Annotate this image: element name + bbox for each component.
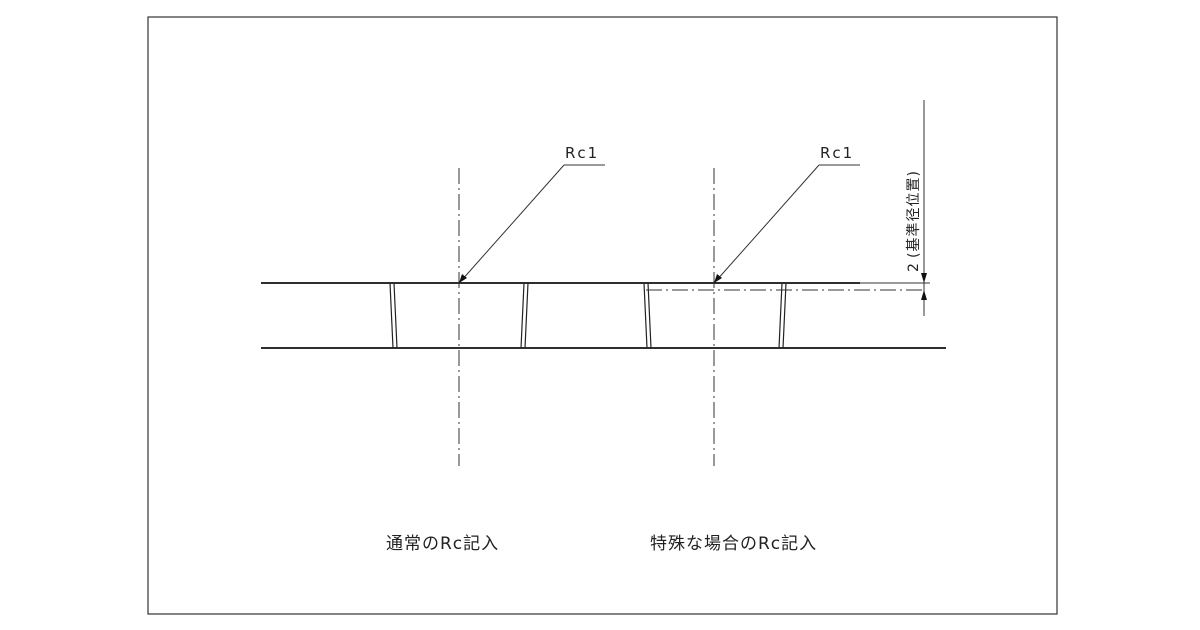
dimension-reference [860,100,930,316]
left-hole-wall-left-inner [393,282,398,349]
right-hole-wall-right-outer [782,282,787,349]
leader-special-line [715,164,820,282]
leader-special-arrowhead [714,274,722,283]
leader-special [714,164,860,283]
dimension-arrow-bottom [921,290,927,300]
callout-special-label: Rc1 [820,144,854,162]
leader-normal-line [460,164,565,282]
dimension-value: 2 [906,262,922,272]
leader-normal-arrowhead [459,274,467,283]
right-hole [643,282,787,349]
right-hole-wall-left-inner [647,282,652,349]
left-hole-wall-right-inner [520,282,525,349]
leader-normal [459,164,605,283]
left-hole-wall-left-outer [389,282,394,349]
right-hole-wall-left-outer [643,282,648,349]
callout-normal-label: Rc1 [565,144,599,162]
right-hole-wall-right-inner [778,282,783,349]
left-hole-wall-right-outer [524,282,529,349]
left-hole [389,282,529,349]
caption-special: 特殊な場合のRc記入 [650,534,817,554]
dimension-note: (基準径位置) [905,170,922,258]
caption-normal: 通常のRc記入 [386,534,499,554]
dimension-arrow-top [921,273,927,283]
drawing-border [147,16,1058,615]
